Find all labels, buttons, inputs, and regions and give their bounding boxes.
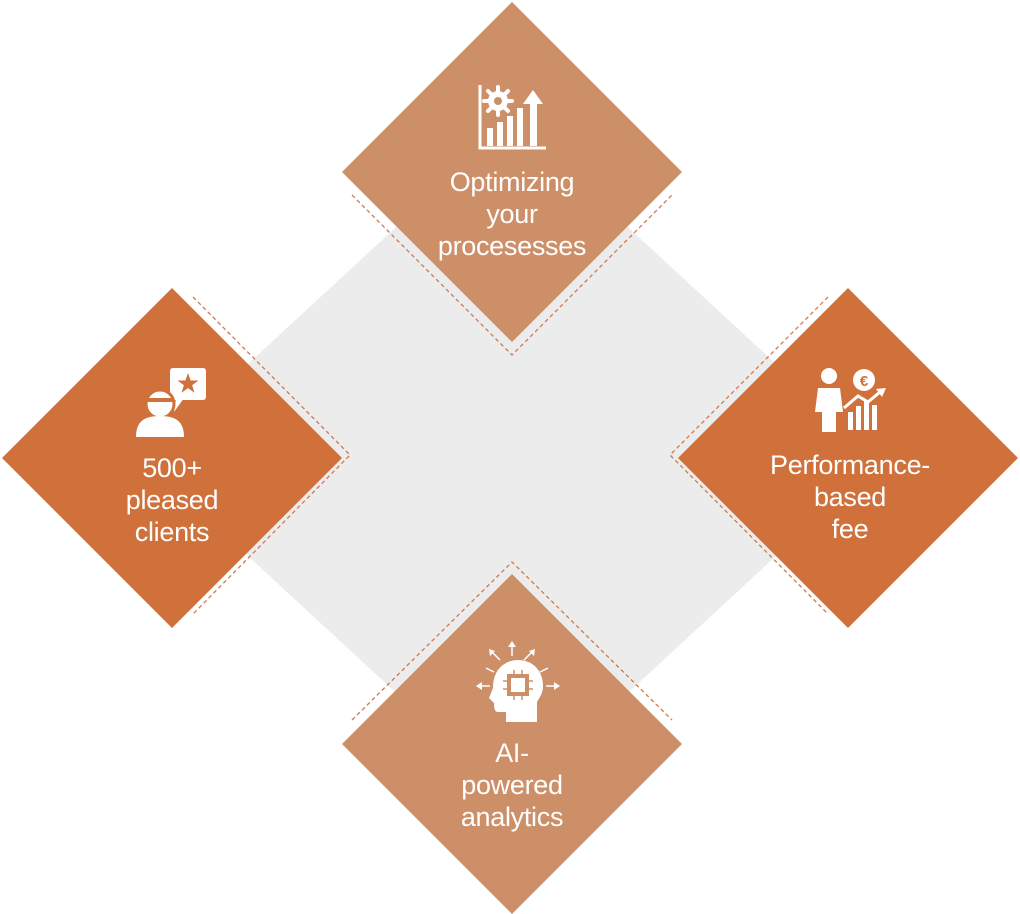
top-label-line-1: Optimizing: [449, 167, 575, 197]
left-label-line-1: 500+: [142, 453, 202, 483]
gear-chart-growth-icon: [478, 85, 546, 150]
person-euro-growth-icon: €: [815, 368, 886, 432]
top-label-line-2: your: [486, 199, 538, 229]
top-label-line-3: procesesses: [437, 231, 587, 261]
top-dashed-outline: [351, 194, 673, 356]
top-diamond: [342, 2, 682, 342]
top-node-label: Optimizing your procesesses: [402, 166, 622, 262]
bottom-dashed-outline: [351, 561, 673, 721]
left-dashed-outline: [192, 296, 351, 615]
right-label-line-3: fee: [831, 514, 869, 544]
right-diamond: [678, 288, 1018, 628]
svg-text:€: €: [860, 373, 869, 390]
ai-head-circuit-icon: [476, 641, 560, 722]
right-label-line-1: Performance-: [770, 450, 930, 480]
left-node-label: 500+ pleased clients: [62, 452, 282, 548]
right-dashed-outline: [669, 296, 829, 615]
client-star-review-icon: [136, 368, 206, 437]
left-diamond: [2, 288, 342, 628]
bottom-label-line-2: powered: [461, 770, 563, 800]
left-label-line-2: pleased: [125, 485, 219, 515]
center-diamond: [144, 120, 880, 800]
bottom-diamond: [342, 574, 682, 914]
bottom-label-line-1: AI-: [495, 738, 529, 768]
bottom-node-label: AI- powered analytics: [402, 737, 622, 833]
right-label-line-2: based: [813, 482, 887, 512]
bottom-label-line-3: analytics: [460, 802, 564, 832]
right-node-label: Performance- based fee: [740, 449, 960, 545]
left-label-line-3: clients: [134, 517, 210, 547]
